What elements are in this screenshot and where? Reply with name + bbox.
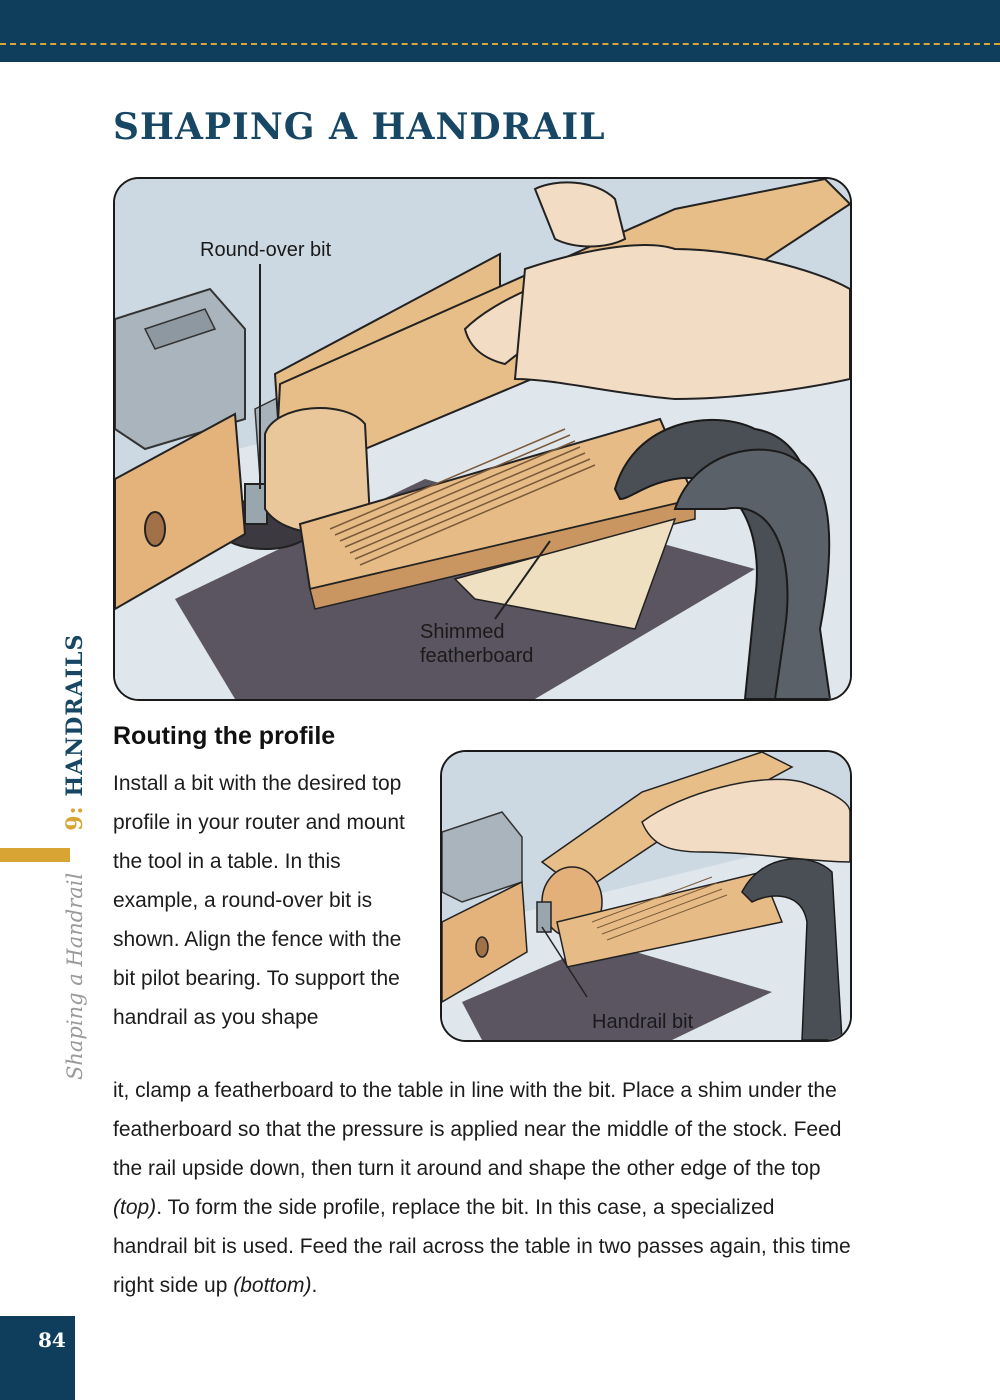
side-chapter-label: 9: HANDRAILS (62, 634, 88, 831)
chapter-tab-marker (0, 848, 70, 862)
callout-shimmed: Shimmed (420, 621, 505, 643)
figure-ref-bottom: (bottom) (233, 1274, 312, 1297)
paragraph-text-3: . (311, 1274, 318, 1297)
figure-ref-top: (top) (113, 1196, 157, 1219)
page-number: 84 (38, 1328, 66, 1352)
stitch-line (0, 43, 1000, 45)
chapter-number: 9: (62, 805, 88, 831)
router-table-illustration (115, 179, 850, 699)
section-heading: Routing the profile (113, 722, 336, 750)
paragraph-text-1: it, clamp a featherboard to the table in… (113, 1079, 842, 1180)
side-subtitle: Shaping a Handrail (63, 872, 87, 1080)
callout-roundover-bit: Round-over bit (200, 239, 332, 261)
paragraph-intro: Install a bit with the desired top profi… (113, 772, 405, 1029)
paragraph-text-2: . To form the side profile, replace the … (113, 1196, 851, 1297)
handrail-bit-illustration (442, 752, 850, 1040)
illustration-top: Round-over bit Shimmed featherboard (113, 177, 852, 701)
illustration-bottom: Handrail bit (440, 750, 852, 1042)
callout-handrail-bit: Handrail bit (592, 1011, 694, 1033)
chapter-name: HANDRAILS (62, 633, 88, 806)
page-title: SHAPING A HANDRAIL (113, 106, 606, 148)
side-running-header: Shaping a Handrail 9: HANDRAILS (62, 634, 88, 1080)
paragraph-continued: it, clamp a featherboard to the table in… (113, 1071, 853, 1305)
page-number-box (0, 1316, 75, 1400)
top-banner (0, 0, 1000, 62)
callout-featherboard: featherboard (420, 645, 534, 667)
